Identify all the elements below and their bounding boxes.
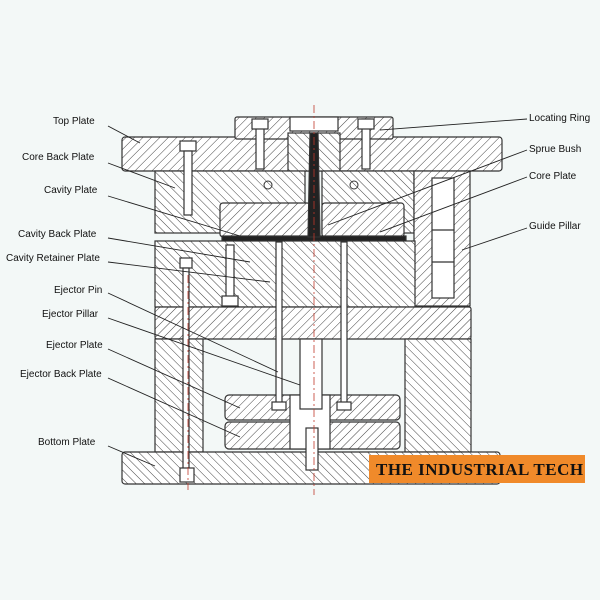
label-cavity-retainer-plate: Cavity Retainer Plate [6,253,100,264]
label-cavity-plate: Cavity Plate [44,185,98,196]
label-guide-pillar: Guide Pillar [529,221,581,232]
cavity-retainer-plate-shape [154,306,472,340]
ejector-pin-shape [275,241,283,405]
label-ejector-pillar: Ejector Pillar [42,309,99,320]
cavity-plate-shape [219,202,311,238]
label-ejector-plate: Ejector Plate [46,340,103,351]
label-cavity-back-plate: Cavity Back Plate [18,229,97,240]
label-sprue-bush: Sprue Bush [529,144,581,155]
ejector-pillar-shape [299,338,323,410]
right-labels: Locating Ring Sprue Bush Core Plate Guid… [529,113,590,232]
label-ejector-back-plate: Ejector Back Plate [20,369,102,380]
label-ejector-pin: Ejector Pin [54,285,102,296]
banner-text: THE INDUSTRIAL TECH [376,460,584,479]
banner-background [369,455,585,483]
label-core-plate: Core Plate [529,171,577,182]
left-labels: Top Plate Core Back Plate Cavity Plate C… [6,116,103,448]
label-bottom-plate: Bottom Plate [38,437,96,448]
label-top-plate: Top Plate [53,116,95,127]
cavity-back-plate-shape [154,240,416,308]
label-locating-ring: Locating Ring [529,113,590,124]
label-core-back-plate: Core Back Plate [22,152,95,163]
brand-banner: THE INDUSTRIAL TECH [369,455,585,483]
